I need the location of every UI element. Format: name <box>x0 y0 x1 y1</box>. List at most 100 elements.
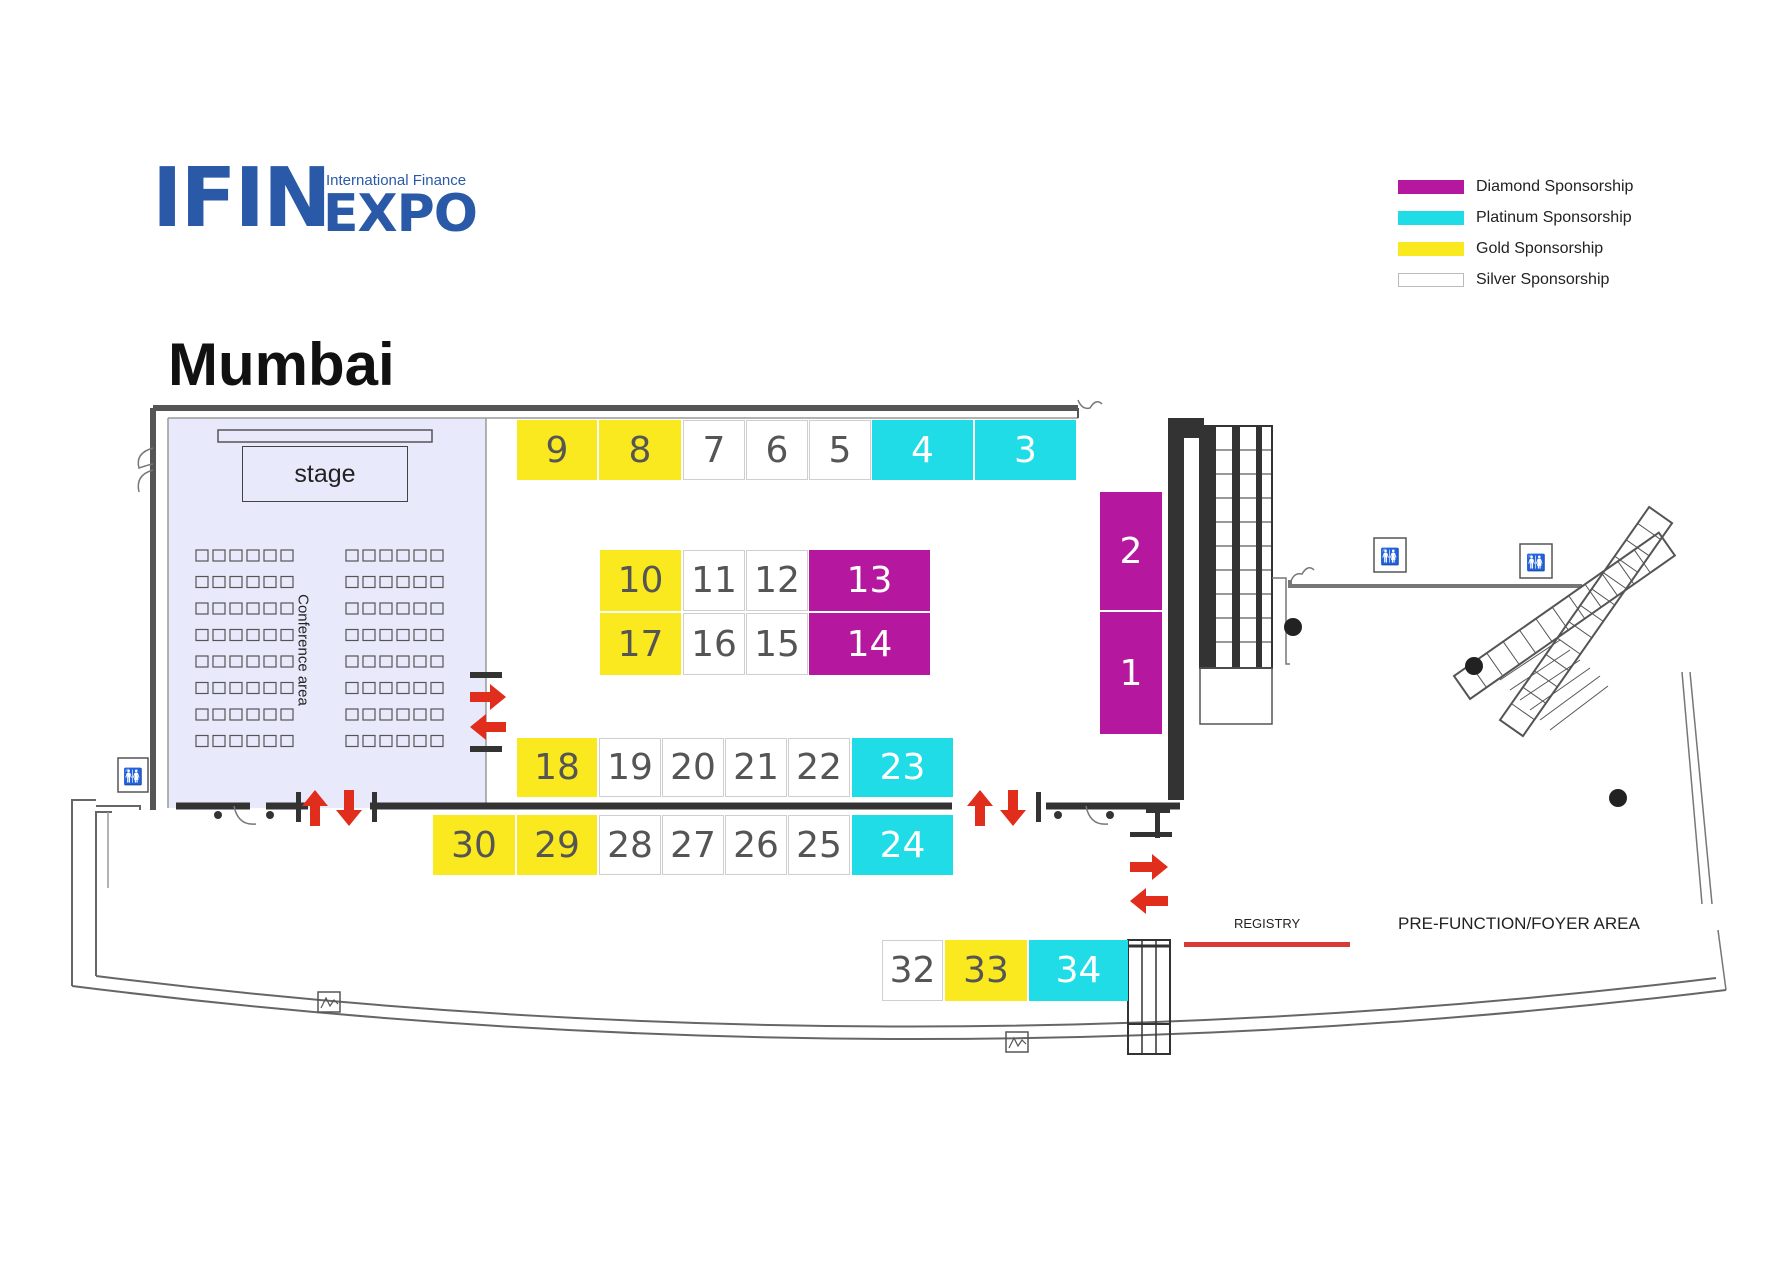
door-swing <box>1085 805 1109 825</box>
booth[interactable]: 32 <box>882 940 943 1001</box>
door-post <box>470 672 502 678</box>
chair <box>195 602 209 615</box>
chair <box>379 575 393 589</box>
booth[interactable]: 5 <box>809 420 871 480</box>
chair <box>430 628 444 642</box>
chair <box>280 602 294 615</box>
door-swing <box>233 805 257 825</box>
booth[interactable]: 10 <box>600 550 681 611</box>
conference-seating <box>195 549 444 748</box>
chair <box>229 602 243 615</box>
outer-curved-wall-inner <box>95 975 1717 1028</box>
chair <box>396 681 410 695</box>
booth[interactable]: 28 <box>599 815 661 875</box>
chair <box>362 655 376 668</box>
chair <box>212 549 226 562</box>
entrance-stairs <box>1127 939 1171 1055</box>
booth[interactable]: 25 <box>788 815 850 875</box>
logo-ifin: IFIN <box>152 151 332 246</box>
chair <box>246 549 260 562</box>
chair <box>195 549 209 562</box>
chair <box>263 655 277 668</box>
chair <box>379 549 393 562</box>
stage: stage <box>242 446 408 502</box>
right-wall-cap <box>1168 418 1204 438</box>
arrow-down-icon <box>336 790 362 826</box>
svg-text:🚻: 🚻 <box>1380 547 1400 566</box>
booth[interactable]: 19 <box>599 738 661 797</box>
booth[interactable]: 4 <box>872 420 973 480</box>
booth[interactable]: 11 <box>683 550 745 611</box>
chair <box>212 628 226 642</box>
door-post <box>470 746 502 752</box>
chair <box>280 628 294 642</box>
chair <box>396 628 410 642</box>
booth[interactable]: 2 <box>1100 492 1162 610</box>
landing <box>1199 667 1273 725</box>
chair <box>280 655 294 668</box>
chair <box>212 734 226 748</box>
legend-label: Silver Sponsorship <box>1476 271 1610 288</box>
chair <box>280 734 294 748</box>
arrow-left-icon <box>470 714 506 740</box>
legend-item-gold: Gold Sponsorship <box>1398 238 1603 260</box>
booth[interactable]: 26 <box>725 815 787 875</box>
pillar-dot <box>1106 811 1114 819</box>
chair <box>379 708 393 721</box>
booth[interactable]: 24 <box>852 815 953 875</box>
city-title: Mumbai <box>168 331 395 398</box>
svg-text:🚻: 🚻 <box>1526 553 1546 572</box>
chair <box>263 575 277 589</box>
chair <box>413 734 427 748</box>
chair <box>280 681 294 695</box>
chair <box>362 681 376 695</box>
booth[interactable]: 33 <box>945 940 1027 1001</box>
registry-label: REGISTRY <box>1234 916 1301 931</box>
chair <box>413 708 427 721</box>
chair <box>212 655 226 668</box>
booth[interactable]: 18 <box>517 738 597 797</box>
booth[interactable]: 16 <box>683 613 745 675</box>
chair <box>362 734 376 748</box>
booth[interactable]: 8 <box>599 420 681 480</box>
booth[interactable]: 20 <box>662 738 724 797</box>
escalator-1 <box>1452 531 1677 701</box>
chair <box>430 708 444 721</box>
booth[interactable]: 12 <box>746 550 808 611</box>
booth[interactable]: 13 <box>809 550 930 611</box>
chair <box>263 734 277 748</box>
chair <box>246 628 260 642</box>
chair <box>379 628 393 642</box>
outer-left-door <box>96 805 141 810</box>
booth[interactable]: 30 <box>433 815 515 875</box>
booth[interactable]: 17 <box>600 613 681 675</box>
door-corridor <box>1289 567 1315 587</box>
booth[interactable]: 34 <box>1029 940 1128 1001</box>
chair <box>263 628 277 642</box>
booth[interactable]: 7 <box>683 420 745 480</box>
chair <box>413 628 427 642</box>
booth[interactable]: 9 <box>517 420 597 480</box>
legend-swatch-diamond <box>1398 180 1464 194</box>
chair <box>212 708 226 721</box>
chair <box>229 575 243 589</box>
booth[interactable]: 23 <box>852 738 953 797</box>
booth[interactable]: 14 <box>809 613 930 675</box>
chair <box>280 549 294 562</box>
booth[interactable]: 15 <box>746 613 808 675</box>
booth[interactable]: 3 <box>975 420 1076 480</box>
booth[interactable]: 29 <box>517 815 597 875</box>
booth[interactable]: 27 <box>662 815 724 875</box>
arrow-up-icon <box>302 790 328 826</box>
booth[interactable]: 6 <box>746 420 808 480</box>
chair <box>362 708 376 721</box>
booth[interactable]: 21 <box>725 738 787 797</box>
legend-label: Gold Sponsorship <box>1476 240 1604 257</box>
door-post <box>1155 810 1160 838</box>
booth[interactable]: 1 <box>1100 612 1162 734</box>
arrows <box>302 684 1168 914</box>
chair <box>345 549 359 562</box>
booth[interactable]: 22 <box>788 738 850 797</box>
chair <box>229 681 243 695</box>
chair <box>280 708 294 721</box>
